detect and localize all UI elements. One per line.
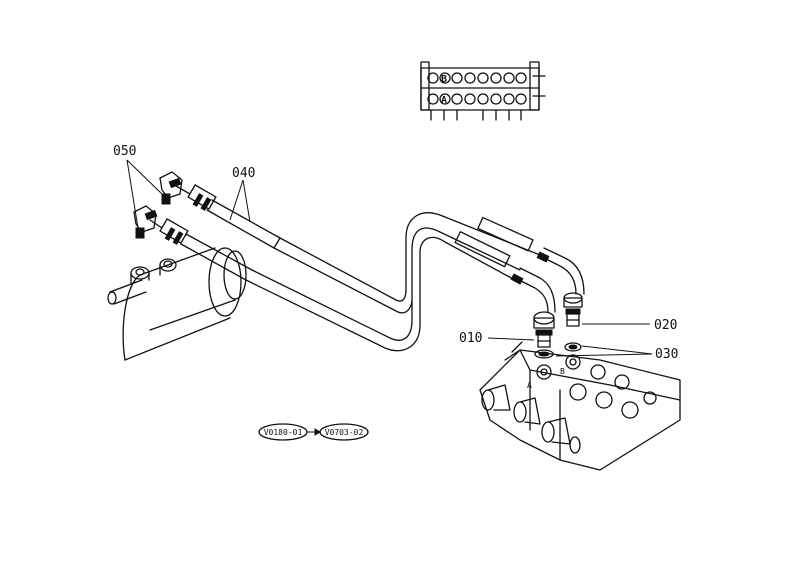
- valve-port-b-marker: B: [560, 367, 565, 376]
- inset-port-row-b: [427, 72, 527, 84]
- part-label-030: 030: [655, 347, 678, 362]
- adapter-010: [533, 311, 555, 348]
- hose-040-upper: [187, 184, 281, 249]
- part-label-020: 020: [654, 318, 677, 333]
- valve-port-a-marker: A: [527, 381, 532, 390]
- elbow-fitting-lower: [133, 205, 163, 239]
- part-label-040: 040: [232, 166, 255, 181]
- hose-040-lower: [159, 218, 253, 281]
- adapter-020: [563, 292, 583, 327]
- inset-stems: [430, 109, 522, 121]
- inset-port-row-a: [427, 93, 527, 105]
- reference-label-1: V0180-01: [264, 428, 303, 437]
- hose-run: [245, 212, 585, 352]
- leader-lines: [126, 159, 653, 357]
- reference-tag-2: [319, 423, 369, 441]
- valve-block-inset: B A: [420, 61, 546, 121]
- reference-tags: V0180-01 V0703-02: [258, 423, 369, 441]
- port-label-a: A: [441, 95, 447, 106]
- reference-label-2: V0703-02: [325, 428, 364, 437]
- elbow-fitting-upper: [159, 171, 191, 205]
- part-label-050: 050: [113, 144, 136, 159]
- hydraulic-cylinder: [107, 247, 247, 361]
- port-label-b: B: [441, 74, 447, 85]
- control-valve-body: A B: [479, 341, 681, 471]
- part-label-010: 010: [459, 331, 482, 346]
